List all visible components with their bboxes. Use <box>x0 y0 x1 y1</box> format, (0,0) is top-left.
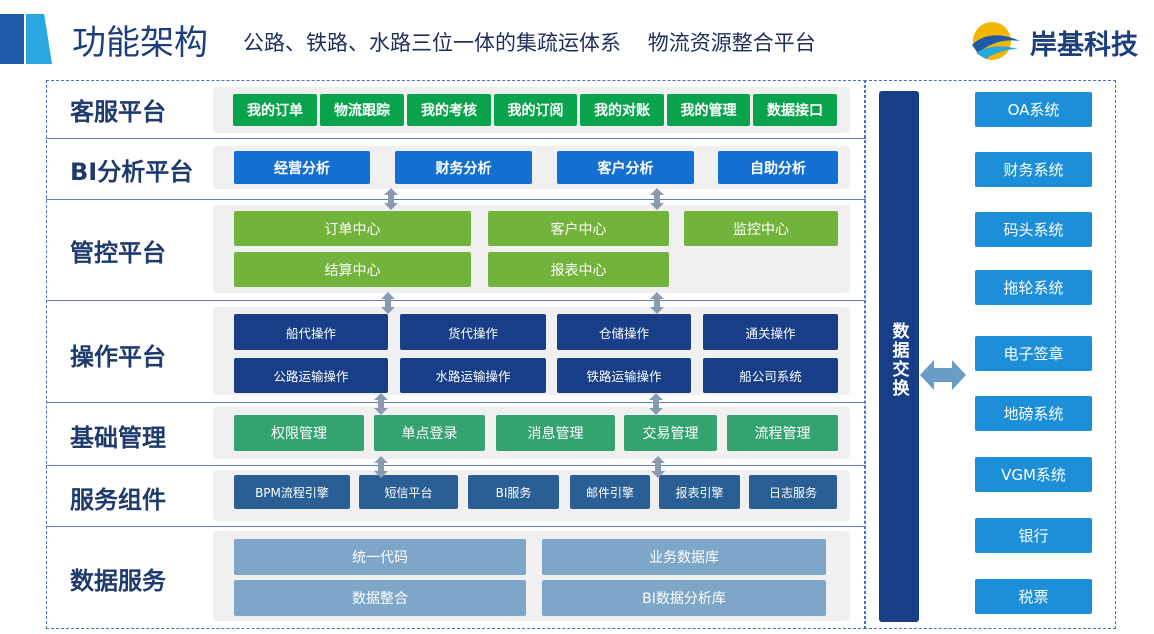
data-exchange-bar <box>879 91 919 622</box>
horizontal-double-arrow-icon <box>920 360 966 390</box>
architecture-frame <box>46 80 866 629</box>
module-workflow-management[interactable]: 流程管理 <box>727 415 838 451</box>
module-warehousing[interactable]: 仓储操作 <box>557 314 691 350</box>
module-my-orders[interactable]: 我的订单 <box>233 94 317 126</box>
system-finance[interactable]: 财务系统 <box>975 152 1092 187</box>
external-systems-frame <box>864 80 1116 629</box>
layer-label-base: 基础管理 <box>70 423 166 452</box>
page-subtitle: 公路、铁路、水路三位一体的集疏运体系 物流资源整合平台 <box>243 31 816 55</box>
system-tax-invoice[interactable]: 税票 <box>975 579 1092 614</box>
header-accent-stripe <box>26 14 52 64</box>
layer-label-service: 客服平台 <box>70 97 166 126</box>
double-arrow-connector <box>651 456 665 478</box>
module-mail-engine[interactable]: 邮件引擎 <box>570 475 650 509</box>
module-log-service[interactable]: 日志服务 <box>749 475 837 509</box>
layer-label-control: 管控平台 <box>70 238 166 267</box>
module-water-transport[interactable]: 水路运输操作 <box>400 358 546 393</box>
row-divider <box>46 402 866 403</box>
double-arrow-connector <box>650 188 664 210</box>
module-report-engine[interactable]: 报表引擎 <box>659 475 740 509</box>
module-data-integration[interactable]: 数据整合 <box>234 580 526 616</box>
row-divider <box>46 138 866 139</box>
module-permission-management[interactable]: 权限管理 <box>234 415 364 451</box>
module-my-management[interactable]: 我的管理 <box>667 94 750 126</box>
module-message-management[interactable]: 消息管理 <box>496 415 615 451</box>
page-title: 功能架构 <box>72 22 208 63</box>
module-report-center[interactable]: 报表中心 <box>488 252 669 287</box>
system-vgm[interactable]: VGM系统 <box>975 457 1092 492</box>
module-road-transport[interactable]: 公路运输操作 <box>234 358 388 393</box>
data-exchange-label: 数据交换 <box>888 322 909 398</box>
module-customs-clearance[interactable]: 通关操作 <box>703 314 838 350</box>
module-self-service-analysis[interactable]: 自助分析 <box>718 151 838 184</box>
module-order-center[interactable]: 订单中心 <box>234 211 471 246</box>
module-shipping-company[interactable]: 船公司系统 <box>703 358 838 393</box>
header-accent-bar <box>0 14 24 64</box>
logo-text: 岸基科技 <box>1030 29 1138 61</box>
row-divider <box>46 199 866 200</box>
module-financial-analysis[interactable]: 财务分析 <box>395 151 532 184</box>
row-divider <box>46 526 866 527</box>
logo-icon <box>972 22 1020 60</box>
module-business-analysis[interactable]: 经营分析 <box>234 151 370 184</box>
module-unified-code[interactable]: 统一代码 <box>234 539 526 575</box>
module-ship-agency[interactable]: 船代操作 <box>234 314 388 350</box>
module-transaction-management[interactable]: 交易管理 <box>624 415 717 451</box>
module-data-interface[interactable]: 数据接口 <box>753 94 837 126</box>
module-my-subscription[interactable]: 我的订阅 <box>494 94 577 126</box>
system-terminal[interactable]: 码头系统 <box>975 212 1092 247</box>
module-logistics-tracking[interactable]: 物流跟踪 <box>320 94 404 126</box>
module-business-database[interactable]: 业务数据库 <box>542 539 826 575</box>
system-e-signature[interactable]: 电子签章 <box>975 336 1092 371</box>
double-arrow-connector <box>374 393 388 415</box>
module-customer-center[interactable]: 客户中心 <box>488 211 669 246</box>
module-monitoring-center[interactable]: 监控中心 <box>684 211 838 246</box>
double-arrow-connector <box>649 393 663 415</box>
module-customer-analysis[interactable]: 客户分析 <box>557 151 694 184</box>
double-arrow-connector <box>650 292 664 314</box>
row-divider <box>46 465 866 466</box>
layer-label-data: 数据服务 <box>70 566 166 595</box>
layer-label-operation: 操作平台 <box>70 342 166 371</box>
system-weighbridge[interactable]: 地磅系统 <box>975 396 1092 431</box>
system-tugboat[interactable]: 拖轮系统 <box>975 270 1092 305</box>
module-settlement-center[interactable]: 结算中心 <box>234 252 471 287</box>
layer-label-bi: BI分析平台 <box>70 157 194 186</box>
module-single-sign-on[interactable]: 单点登录 <box>374 415 485 451</box>
module-bi-analysis-database[interactable]: BI数据分析库 <box>542 580 826 616</box>
system-oa[interactable]: OA系统 <box>975 92 1092 127</box>
module-bi-service[interactable]: BI服务 <box>468 475 559 509</box>
module-my-reconciliation[interactable]: 我的对账 <box>580 94 664 126</box>
module-my-assessment[interactable]: 我的考核 <box>407 94 491 126</box>
module-freight-forwarding[interactable]: 货代操作 <box>400 314 546 350</box>
system-bank[interactable]: 银行 <box>975 518 1092 553</box>
row-divider <box>46 300 866 301</box>
double-arrow-connector <box>374 456 388 478</box>
module-bpm-engine[interactable]: BPM流程引擎 <box>234 475 350 509</box>
module-sms-platform[interactable]: 短信平台 <box>359 475 458 509</box>
module-rail-transport[interactable]: 铁路运输操作 <box>557 358 691 393</box>
layer-label-component: 服务组件 <box>70 485 166 514</box>
double-arrow-connector <box>381 292 395 314</box>
double-arrow-connector <box>384 188 398 210</box>
